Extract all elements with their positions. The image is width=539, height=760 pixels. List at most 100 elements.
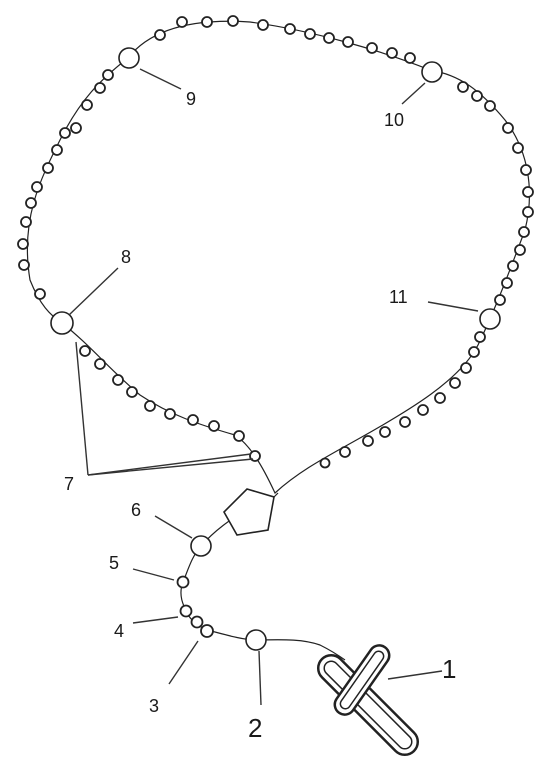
large-bead-10 (421, 61, 443, 83)
bead (471, 90, 483, 102)
leader-6 (154, 515, 193, 539)
bead (42, 162, 54, 174)
bead (70, 122, 82, 134)
leader-3 (168, 640, 199, 685)
bead (20, 216, 32, 228)
bead (507, 260, 519, 272)
label-10: 10 (384, 110, 404, 130)
bead (201, 16, 213, 28)
bead (25, 197, 37, 209)
bead (34, 288, 46, 300)
bead (339, 446, 351, 458)
bead (154, 29, 166, 41)
label-3: 3 (149, 696, 159, 716)
bead (51, 144, 63, 156)
bead (284, 23, 296, 35)
bead (502, 122, 514, 134)
large-bead-9 (118, 47, 140, 69)
bead (323, 32, 335, 44)
bead (512, 142, 524, 154)
bead (208, 420, 220, 432)
cross-icon (316, 644, 420, 757)
bead (59, 127, 71, 139)
bead (227, 15, 239, 27)
leader-1 (387, 670, 443, 680)
bead (94, 358, 106, 370)
bead (18, 259, 30, 271)
bead (417, 404, 429, 416)
bead-group-left (17, 69, 114, 300)
bead (126, 386, 138, 398)
label-2: 2 (248, 713, 262, 743)
pentagon-medal-icon (223, 488, 279, 536)
leader-5 (132, 568, 175, 581)
bead (457, 81, 469, 93)
large-bead-8 (50, 311, 74, 335)
bead (257, 19, 269, 31)
bead (434, 392, 446, 404)
bead (501, 277, 513, 289)
bead (522, 186, 534, 198)
bead (514, 244, 526, 256)
bead-group-top (154, 15, 416, 64)
leader-11 (427, 301, 479, 312)
leader-lines (68, 68, 479, 706)
large-bead-2 (245, 629, 267, 651)
bead (366, 42, 378, 54)
bead (522, 206, 534, 218)
bead (187, 414, 199, 426)
leader-7a (75, 341, 89, 476)
bead (176, 16, 188, 28)
bead (494, 294, 506, 306)
label-6: 6 (131, 500, 141, 520)
bead (460, 362, 472, 374)
leader-9 (139, 68, 182, 90)
leader-4 (132, 616, 179, 624)
bead-3 (200, 624, 214, 638)
large-bead-11 (479, 308, 501, 330)
large-bead-6 (190, 535, 212, 557)
label-7: 7 (64, 474, 74, 494)
bead-5 (176, 575, 190, 589)
bead (518, 226, 530, 238)
bead (484, 100, 496, 112)
leader-10 (401, 82, 426, 105)
leader-8 (68, 267, 119, 316)
label-11: 11 (389, 287, 408, 307)
bead-4b (190, 615, 204, 629)
loop-cord (26, 20, 531, 494)
bead (449, 377, 461, 389)
label-8: 8 (121, 247, 131, 267)
bead (404, 52, 416, 64)
bead (399, 416, 411, 428)
leader-7b (87, 453, 252, 476)
bead (94, 82, 106, 94)
bead-group-right (319, 81, 534, 469)
bead (164, 408, 176, 420)
label-9: 9 (186, 89, 196, 109)
bead-4a (179, 604, 193, 618)
bead (81, 99, 93, 111)
leader-2 (258, 650, 262, 706)
callout-labels: 1 2 3 4 5 6 7 8 9 10 11 (64, 89, 456, 743)
bead (379, 426, 391, 438)
bead (233, 430, 245, 442)
bead (112, 374, 124, 386)
label-5: 5 (109, 553, 119, 573)
bead (319, 457, 331, 469)
bead (17, 238, 29, 250)
bead-group-lower-left (79, 345, 261, 462)
label-4: 4 (114, 621, 124, 641)
bead (520, 164, 532, 176)
bead (31, 181, 43, 193)
bead (304, 28, 316, 40)
bead (386, 47, 398, 59)
bead (474, 331, 486, 343)
label-1: 1 (442, 654, 456, 684)
leader-7c (87, 458, 254, 476)
bead (362, 435, 374, 447)
bead (342, 36, 354, 48)
bead (468, 346, 480, 358)
bead (79, 345, 91, 357)
